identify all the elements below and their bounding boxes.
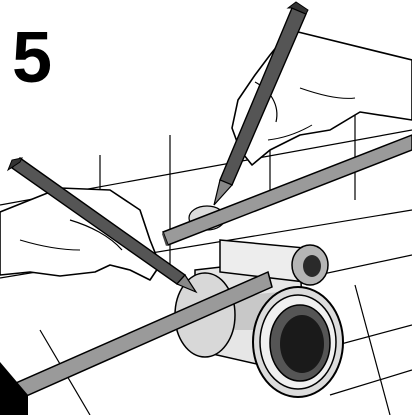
- pipe-socket: [252, 286, 344, 398]
- upper-spirit-level: [162, 134, 412, 246]
- lower-marker: [6, 157, 198, 294]
- floor-corner-shadow: [0, 362, 28, 415]
- marker-pen-icon: marker-pen-icon: [0, 0, 8, 1]
- step-number: 5: [12, 18, 53, 98]
- lower-hand: [0, 187, 161, 281]
- upper-marker: [213, 1, 309, 206]
